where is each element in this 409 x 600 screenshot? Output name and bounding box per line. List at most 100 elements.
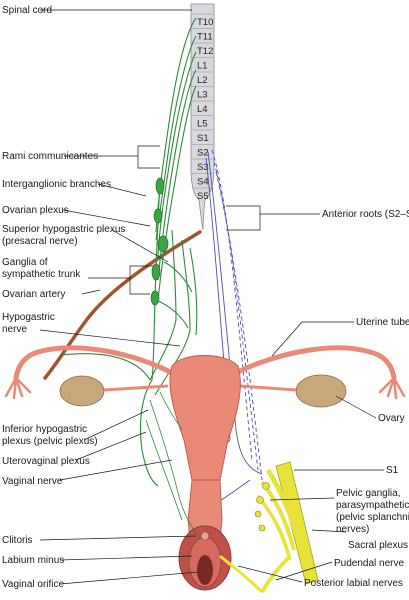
sympathetic-ganglia	[150, 177, 169, 306]
label-pudendal-nerve: Pudendal nerve	[334, 558, 404, 569]
parasympathetic-dashed-3	[215, 171, 263, 481]
ganglion-5	[150, 290, 160, 306]
hypogastric-fiber-c	[189, 247, 198, 336]
label-spinal-cord: Spinal cord	[2, 5, 52, 16]
label-hypogastric-1: Hypogastric	[2, 312, 55, 323]
vertebra-label-l1: L1	[197, 61, 208, 72]
right-ovarian-ligament	[239, 384, 297, 392]
label-uterine-tube: Uterine tube	[356, 317, 409, 328]
label-superior-hypogastric-2: (presacral nerve)	[2, 236, 78, 247]
leader-ovarian-artery	[81, 289, 101, 295]
vertebra-label-t12: T12	[197, 46, 213, 57]
label-pelvic-ganglia-4: nerves)	[336, 524, 369, 535]
ganglion-4	[151, 263, 161, 281]
label-pelvic-ganglia-3: (pelvic splanchnic	[336, 512, 409, 523]
right-uterine-tube	[235, 345, 406, 400]
vertebra-label-s4: S4	[197, 177, 209, 188]
vertebra-label-l3: L3	[197, 90, 208, 101]
hypogastric-fiber-a	[149, 229, 177, 381]
right-labels: Anterior roots (S2–S5) Uterine tube Ovar…	[304, 209, 409, 589]
ovarian-plexus-nerve-on-artery	[44, 231, 201, 379]
pelvic-ganglia	[254, 482, 270, 532]
label-hypogastric-2: nerve	[2, 324, 27, 335]
label-sacral-plexus: Sacral plexus	[348, 540, 408, 551]
left-fimbriae	[4, 376, 32, 400]
label-inferior-hypogastric-2: plexus (pelvic plexus)	[2, 436, 98, 447]
label-labium-minus: Labium minus	[2, 555, 64, 566]
label-anterior-roots: Anterior roots (S2–S5)	[322, 209, 409, 220]
right-fimbriae	[378, 376, 406, 400]
label-ovarian-plexus: Ovarian plexus	[2, 205, 69, 216]
vertebra-label-s3: S3	[197, 162, 209, 173]
leader-posterior-labial	[237, 565, 303, 583]
ovarian-plexus-branch	[59, 353, 151, 381]
vertebra-label-l5: L5	[197, 119, 208, 130]
leader-inferior-hypogastric	[83, 409, 149, 441]
uterovaginal-nerves	[145, 391, 203, 541]
vertebra-label-s1: S1	[197, 133, 209, 144]
clitoris	[200, 531, 210, 541]
ganglion-2	[153, 208, 163, 224]
leader-lines	[39, 9, 384, 585]
sympathetic-fiber-5	[157, 85, 197, 301]
leader-ganglia	[88, 265, 154, 295]
leader-ovary	[335, 395, 377, 419]
label-ovarian-artery: Ovarian artery	[2, 289, 65, 300]
label-ganglia-1: Ganglia of	[2, 257, 48, 268]
sympathetic-nerves	[59, 17, 198, 487]
label-pelvic-ganglia-2: parasympathetic root	[336, 500, 409, 511]
leader-pelvic-ganglia	[269, 497, 335, 501]
vertebra-label-t10: T10	[197, 17, 213, 28]
vertebra-label-s2: S2	[197, 148, 209, 159]
label-posterior-labial-nerves: Posterior labial nerves	[304, 578, 403, 589]
left-uterine-tube	[4, 345, 173, 400]
pudendal-trunk	[260, 554, 292, 593]
label-interganglionic-branches: Interganglionic branches	[2, 179, 111, 190]
label-uterovaginal-plexus: Uterovaginal plexus	[2, 456, 90, 467]
ganglion-3	[157, 235, 169, 253]
label-vaginal-nerve: Vaginal nerve	[2, 476, 63, 487]
left-labels: Spinal cord Rami communicantes Intergang…	[2, 5, 125, 590]
leader-rami	[64, 145, 160, 169]
vertebra-label-l4: L4	[197, 104, 208, 115]
ganglion-branch-1	[163, 261, 193, 293]
label-ganglia-2: sympathetic trunk	[2, 269, 81, 280]
leader-sacral-plexus	[311, 529, 347, 533]
uterus	[169, 355, 241, 481]
label-vaginal-orifice: Vaginal orifice	[2, 579, 65, 590]
vertebra-label-t11: T11	[197, 32, 213, 43]
leader-vaginal-nerve	[59, 459, 173, 481]
leader-interganglionic	[97, 183, 147, 197]
ganglion-branch-2	[155, 299, 189, 329]
vertebra-dividers	[192, 13, 213, 189]
vulva	[178, 525, 232, 591]
label-inferior-hypogastric-1: Inferior hypogastric	[2, 424, 87, 435]
vertebra-label-l2: L2	[197, 75, 208, 86]
sympathetic-fiber-3	[157, 51, 197, 257]
leader-uterovaginal	[75, 431, 147, 461]
leader-ovarian-plexus	[62, 209, 151, 227]
pelvic-plexus-fiber	[139, 379, 159, 487]
ganglion-1	[155, 177, 165, 195]
parasympathetic-dashed-2	[213, 161, 259, 471]
left-ovarian-ligament	[103, 384, 169, 392]
parasympathetic-solid-1	[207, 151, 263, 475]
label-superior-hypogastric-1: Superior hypogastric plexus	[2, 224, 125, 235]
sacral-plexus	[219, 461, 319, 594]
label-rami-communicantes: Rami communicantes	[2, 151, 98, 162]
leader-uterine-tube	[271, 321, 354, 357]
label-pelvic-ganglia-1: Pelvic ganglia,	[336, 488, 400, 499]
posterior-labial-branch	[219, 554, 264, 594]
leader-pudendal	[275, 561, 333, 581]
label-s1: S1	[386, 465, 399, 476]
leader-anterior-roots	[226, 205, 320, 231]
leader-vaginal-orifice	[59, 571, 199, 585]
right-ovary	[295, 374, 347, 408]
leader-superior-hypogastric	[111, 229, 169, 263]
label-ovary: Ovary	[378, 413, 405, 424]
leader-hypogastric	[39, 329, 181, 347]
